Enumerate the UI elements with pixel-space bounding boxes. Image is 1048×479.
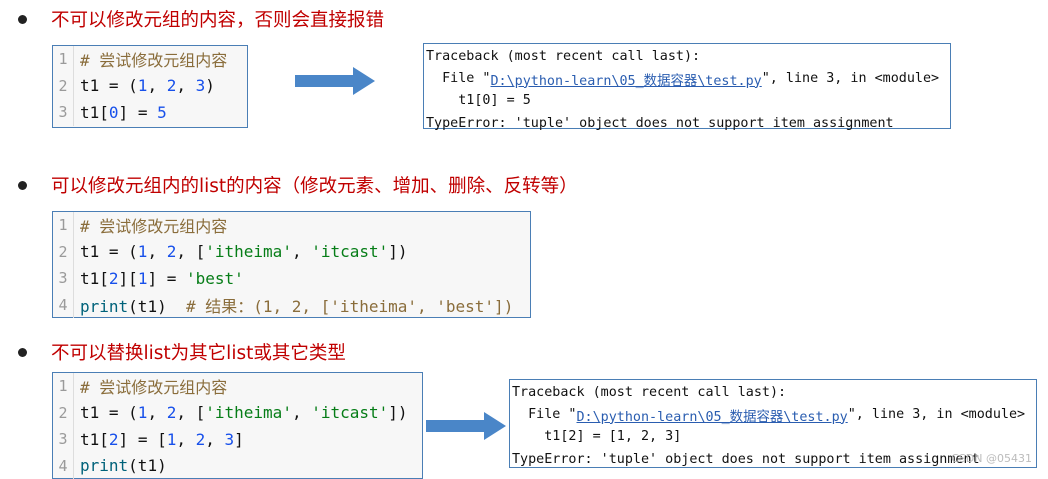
code-block-3: 1 # 尝试修改元组内容 2 t1 = (1, 2, ['itheima', '… — [52, 372, 423, 479]
bullet-dot-icon — [18, 348, 27, 357]
traceback-code-line: t1[2] = [1, 2, 3] — [512, 426, 1036, 448]
line-number: 1 — [53, 46, 74, 73]
bullet-dot-icon — [18, 15, 27, 24]
code-comment: # 尝试修改元组内容 — [80, 374, 227, 398]
right-arrow-icon — [426, 411, 508, 441]
code-line: 1 # 尝试修改元组内容 — [53, 373, 422, 400]
bullet-3: 不可以替换list为其它list或其它类型 — [0, 339, 346, 365]
file-prefix: File " — [512, 407, 577, 422]
error-message: TypeError: 'tuple' object does not suppo… — [426, 112, 950, 134]
code-comment: # 尝试修改元组内容 — [80, 47, 227, 71]
traceback-header: Traceback (most recent call last): — [426, 45, 950, 67]
code-line: 2 t1 = (1, 2, ['itheima', 'itcast']) — [53, 400, 422, 427]
file-prefix: File " — [426, 71, 491, 86]
code-comment: # 尝试修改元组内容 — [80, 213, 227, 237]
line-number: 2 — [53, 239, 74, 266]
code-line: 4 print(t1) — [53, 453, 422, 479]
traceback-file-line: File "D:\python-learn\05_数据容器\test.py", … — [512, 403, 1036, 425]
code-line: 3 t1[0] = 5 — [53, 99, 247, 126]
file-suffix: ", line 3, in <module> — [762, 71, 939, 86]
bullet-text: 不可以修改元组的内容，否则会直接报错 — [51, 6, 384, 32]
bullet-2: 可以修改元组内的list的内容（修改元素、增加、删除、反转等） — [0, 172, 578, 198]
line-number: 3 — [53, 99, 74, 126]
code-text: t1 = (1, 2, ['itheima', 'itcast']) — [80, 242, 408, 261]
traceback-code-line: t1[0] = 5 — [426, 90, 950, 112]
code-line: 2 t1 = (1, 2, ['itheima', 'itcast']) — [53, 239, 530, 266]
line-number: 4 — [53, 453, 74, 479]
bullet-text: 可以修改元组内的list的内容（修改元素、增加、删除、反转等） — [51, 172, 578, 198]
bullet-1: 不可以修改元组的内容，否则会直接报错 — [0, 6, 384, 32]
code-line: 3 t1[2][1] = 'best' — [53, 265, 530, 292]
code-line: 1 # 尝试修改元组内容 — [53, 46, 247, 73]
line-number: 2 — [53, 400, 74, 427]
bullet-text: 不可以替换list为其它list或其它类型 — [51, 339, 346, 365]
line-number: 3 — [53, 426, 74, 453]
code-line: 1 # 尝试修改元组内容 — [53, 212, 530, 239]
watermark: CSDN @05431 — [951, 452, 1032, 465]
line-number: 1 — [53, 212, 74, 239]
code-text: t1 = (1, 2, 3) — [80, 76, 215, 95]
code-block-1: 1 # 尝试修改元组内容 2 t1 = (1, 2, 3) 3 t1[0] = … — [52, 45, 248, 128]
error-output-1: Traceback (most recent call last): File … — [423, 43, 951, 129]
line-number: 3 — [53, 265, 74, 292]
code-text: t1[2][1] = 'best' — [80, 269, 244, 288]
line-number: 2 — [53, 73, 74, 100]
traceback-file-line: File "D:\python-learn\05_数据容器\test.py", … — [426, 67, 950, 89]
file-path-link[interactable]: D:\python-learn\05_数据容器\test.py — [577, 405, 848, 425]
code-text: print(t1) — [80, 456, 167, 475]
bullet-dot-icon — [18, 181, 27, 190]
line-number: 4 — [53, 292, 74, 319]
code-text: t1[2] = [1, 2, 3] — [80, 430, 244, 449]
file-path-link[interactable]: D:\python-learn\05_数据容器\test.py — [491, 69, 762, 89]
code-line: 3 t1[2] = [1, 2, 3] — [53, 426, 422, 453]
file-suffix: ", line 3, in <module> — [848, 407, 1025, 422]
code-text: t1 = (1, 2, ['itheima', 'itcast']) — [80, 403, 408, 422]
code-line: 4 print(t1) # 结果：(1, 2, ['itheima', 'bes… — [53, 292, 530, 319]
right-arrow-icon — [295, 66, 377, 96]
code-block-2: 1 # 尝试修改元组内容 2 t1 = (1, 2, ['itheima', '… — [52, 211, 531, 318]
line-number: 1 — [53, 373, 74, 400]
traceback-header: Traceback (most recent call last): — [512, 381, 1036, 403]
code-line: 2 t1 = (1, 2, 3) — [53, 73, 247, 100]
code-text: print(t1) # 结果：(1, 2, ['itheima', 'best'… — [80, 293, 513, 317]
code-text: t1[0] = 5 — [80, 103, 167, 122]
